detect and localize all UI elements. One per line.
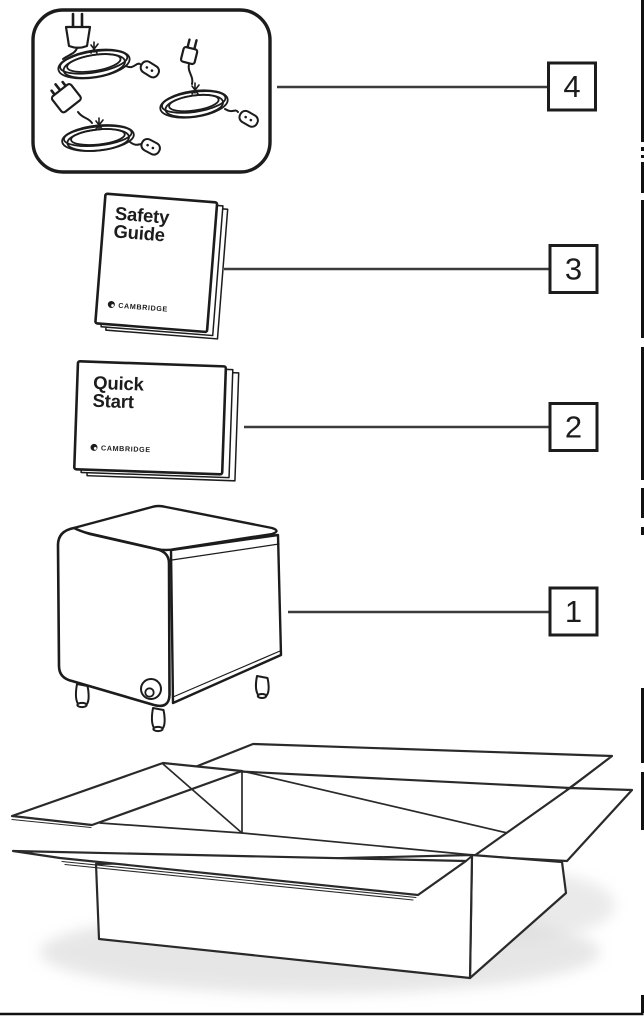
box-flap-edge	[61, 860, 417, 901]
eu-plug-pins	[71, 12, 84, 29]
box-flap-hinge	[465, 855, 473, 862]
callout-1-subwoofer: 1	[288, 586, 599, 637]
cable-lead	[224, 108, 239, 113]
safety-guide-title-line2: Guide	[113, 220, 166, 245]
iec-connector	[139, 60, 160, 79]
power-cable-eu-icon	[57, 12, 160, 80]
callout-box	[548, 402, 599, 452]
power-cable-uk-icon	[50, 80, 161, 156]
subwoofer-right-face	[169, 533, 283, 705]
shipping-box-illustration	[10, 742, 634, 994]
callout-number: 1	[565, 594, 582, 629]
callout-2-quick-start: 2	[244, 402, 599, 452]
us-plug-pins	[186, 38, 198, 50]
quick-start-brand: CAMBRIDGE	[101, 443, 151, 454]
uk-plug-body	[50, 83, 82, 114]
power-cable-us-icon	[159, 38, 259, 128]
callout-3-safety-guide: 3	[224, 244, 599, 294]
callout-number: 4	[563, 69, 580, 104]
callout-number: 2	[565, 410, 582, 445]
cable-tie	[191, 82, 200, 95]
quick-start-title-line2: Start	[92, 390, 134, 412]
power-cables-illustration	[31, 8, 272, 174]
callout-4-power-cables: 4	[277, 61, 597, 112]
cable-lead	[125, 62, 141, 69]
callout-number: 3	[565, 252, 582, 287]
subwoofer-feet	[74, 675, 270, 733]
box-right-flap	[472, 786, 634, 863]
cable-lead	[187, 63, 194, 85]
cable-coil	[61, 124, 135, 152]
iec-connector	[140, 137, 161, 156]
callout-box	[547, 61, 597, 112]
subwoofer-plinth-line	[172, 650, 281, 698]
box-interior-lines	[99, 763, 521, 856]
subwoofer-panel-line	[171, 543, 280, 561]
us-plug-body	[179, 45, 199, 66]
cable-coil	[57, 48, 131, 80]
quick-start-title-line1: Quick	[93, 372, 145, 395]
box-flap-edge	[565, 758, 609, 791]
box-flap-edge	[11, 818, 92, 829]
cambridge-logo-icon	[107, 300, 115, 308]
cable-coil	[159, 89, 229, 119]
cambridge-logo-icon	[90, 443, 98, 451]
callout-box	[548, 586, 599, 637]
safety-guide-illustration: Safety Guide CAMBRIDGE	[94, 192, 229, 340]
subwoofer-badge-inner	[144, 687, 155, 698]
subwoofer-top-face	[68, 504, 278, 552]
safety-guide-title-line1: Safety	[114, 202, 171, 227]
safety-guide-brand: CAMBRIDGE	[118, 301, 168, 314]
callouts: 4 3 2 1	[224, 61, 599, 637]
box-left-flap	[10, 761, 244, 827]
cable-tie	[95, 117, 104, 130]
booklet-cover	[94, 192, 219, 334]
quick-start-illustration: Quick Start CAMBRIDGE	[73, 360, 240, 482]
iec-connector	[238, 109, 259, 128]
subwoofer-front-face	[56, 526, 171, 708]
callout-box	[548, 244, 599, 294]
box-front-flap	[11, 849, 468, 897]
cable-lead	[62, 47, 78, 60]
booklet-cover	[73, 360, 228, 476]
cable-lead	[77, 111, 93, 124]
cable-tie	[90, 41, 99, 54]
subwoofer-illustration	[56, 504, 283, 733]
box-back-flap	[188, 742, 614, 790]
eu-plug-body	[64, 25, 92, 49]
